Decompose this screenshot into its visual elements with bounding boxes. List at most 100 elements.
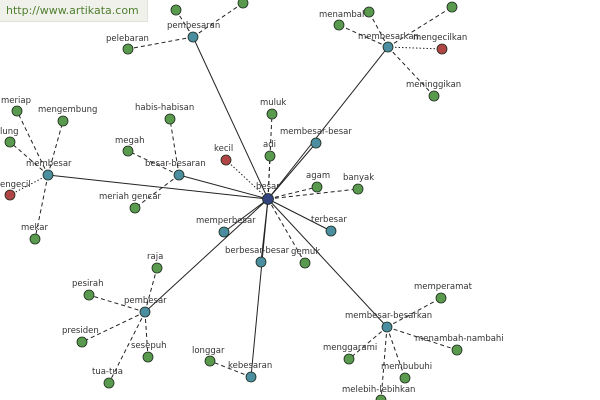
node-pem-top-a[interactable] — [170, 4, 182, 16]
node-dot-membesar-besarkan[interactable] — [381, 321, 393, 333]
node-dot-membesar[interactable] — [42, 169, 54, 181]
node-meriap[interactable]: meriap — [1, 96, 31, 117]
node-dot-lung[interactable] — [4, 136, 16, 148]
node-dot-meninggikan[interactable] — [428, 90, 440, 102]
node-raja[interactable]: raja — [147, 252, 163, 274]
node-dot-pelebaran[interactable] — [122, 43, 134, 55]
node-dot-megah[interactable] — [122, 145, 134, 157]
node-lung[interactable]: lung — [0, 127, 19, 148]
node-melebih-lebihkan[interactable]: melebih-lebihkan — [342, 385, 415, 400]
node-dot-meriap[interactable] — [11, 105, 23, 117]
node-habis-habisan[interactable]: habis-habisan — [135, 103, 194, 125]
node-membesar-besar[interactable]: membesar-besar — [280, 127, 352, 149]
node-dot-kebesaran[interactable] — [245, 371, 257, 383]
node-sesepuh[interactable]: sesepuh — [131, 341, 167, 363]
node-dot-sesepuh[interactable] — [142, 351, 154, 363]
node-dot-muluk[interactable] — [266, 108, 278, 120]
edge-besar-to-terbesar — [267, 198, 332, 232]
node-longgar[interactable]: longgar — [192, 346, 225, 367]
node-terbesar[interactable]: terbesar — [311, 215, 347, 237]
node-dot-mekar[interactable] — [29, 233, 41, 245]
node-dot-presiden[interactable] — [76, 336, 88, 348]
node-dot-mengecilkan[interactable] — [436, 43, 448, 55]
node-mengecil[interactable]: engecil — [0, 180, 31, 201]
node-label-membesarkan: membesarkan — [358, 32, 419, 42]
node-dot-pembesar[interactable] — [139, 306, 151, 318]
node-dot-adi[interactable] — [264, 150, 276, 162]
node-pelebaran[interactable]: pelebaran — [106, 34, 149, 55]
node-dot-berbesar-besar[interactable] — [255, 256, 267, 268]
node-dot-mbk-top-b[interactable] — [446, 1, 458, 13]
node-dot-melebih-lebihkan[interactable] — [375, 394, 387, 400]
node-mbk-top-b[interactable] — [446, 1, 458, 13]
node-dot-pem-top-b[interactable] — [237, 0, 249, 9]
node-megah[interactable]: megah — [115, 136, 145, 157]
node-dot-menambah[interactable] — [333, 19, 345, 31]
node-pem-top-b[interactable] — [237, 0, 249, 9]
node-gemuk[interactable]: gemuk — [291, 247, 320, 269]
node-dot-menggarami[interactable] — [343, 353, 355, 365]
node-dot-pem-top-a[interactable] — [170, 4, 182, 16]
node-meninggikan[interactable]: meninggikan — [406, 80, 461, 102]
node-dot-terbesar[interactable] — [325, 225, 337, 237]
node-dot-tua-tua[interactable] — [103, 377, 115, 389]
node-kebesaran[interactable]: kebesaran — [228, 361, 272, 383]
node-dot-membesarkan[interactable] — [382, 41, 394, 53]
watermark-url[interactable]: http://www.artikata.com — [0, 0, 148, 22]
node-presiden[interactable]: presiden — [62, 326, 99, 348]
edge-besar-to-membesar-besarkan — [267, 198, 388, 328]
node-dot-membubuhi[interactable] — [399, 372, 411, 384]
node-besar[interactable]: besar — [256, 182, 280, 205]
node-pesirah[interactable]: pesirah — [72, 279, 104, 301]
edge-besar-to-adi — [267, 155, 271, 200]
node-menambah-nambahi[interactable]: menambah-nambahi — [415, 334, 504, 356]
node-mengecilkan[interactable]: mengecilkan — [413, 33, 467, 55]
node-dot-besar[interactable] — [262, 193, 274, 205]
edge-besar-to-agam — [267, 186, 318, 200]
node-membesar-besarkan[interactable]: membesar-besarkan — [345, 311, 432, 333]
node-label-raja: raja — [147, 252, 163, 262]
node-dot-mbk-top-a[interactable] — [363, 6, 375, 18]
node-memperamat[interactable]: memperamat — [414, 282, 473, 304]
edge-pembesar-to-raja — [144, 267, 158, 313]
node-dot-habis-habisan[interactable] — [164, 113, 176, 125]
node-membubuhi[interactable]: membubuhi — [381, 362, 432, 384]
node-tua-tua[interactable]: tua-tua — [92, 367, 123, 389]
edge-besar-to-memperbesar — [223, 198, 269, 233]
node-dot-pembesaran[interactable] — [187, 31, 199, 43]
node-menambah[interactable]: menambah — [319, 10, 367, 31]
node-muluk[interactable]: muluk — [260, 98, 286, 120]
node-pembesaran[interactable]: pembesaran — [167, 21, 220, 43]
node-mbk-top-a[interactable] — [363, 6, 375, 18]
node-berbesar-besar[interactable]: berbesar-besar — [225, 246, 290, 268]
node-meriah-gencar[interactable]: meriah gencar — [99, 192, 162, 214]
node-dot-mengecil[interactable] — [4, 189, 16, 201]
node-dot-meriah-gencar[interactable] — [129, 202, 141, 214]
node-dot-longgar[interactable] — [204, 355, 216, 367]
node-banyak[interactable]: banyak — [343, 173, 374, 195]
node-memperbesar[interactable]: memperbesar — [196, 216, 256, 238]
node-besar-besaran[interactable]: besar-besaran — [145, 159, 206, 181]
node-dot-kecil[interactable] — [220, 154, 232, 166]
node-dot-mengembung[interactable] — [57, 115, 69, 127]
node-agam[interactable]: agam — [306, 171, 330, 193]
node-dot-banyak[interactable] — [352, 183, 364, 195]
node-kecil[interactable]: kecil — [214, 144, 233, 166]
node-membesarkan[interactable]: membesarkan — [358, 32, 419, 53]
node-pembesar[interactable]: pembesar — [124, 296, 167, 318]
node-dot-gemuk[interactable] — [299, 257, 311, 269]
graph-edges — [9, 2, 458, 400]
node-membesar[interactable]: membesar — [26, 159, 72, 181]
node-adi[interactable]: adi — [263, 140, 276, 162]
node-dot-memperbesar[interactable] — [218, 226, 230, 238]
node-menggarami[interactable]: menggarami — [323, 343, 377, 365]
node-dot-memperamat[interactable] — [435, 292, 447, 304]
node-mengembung[interactable]: mengembung — [38, 105, 97, 127]
node-mekar[interactable]: mekar — [21, 223, 48, 245]
node-dot-membesar-besar[interactable] — [310, 137, 322, 149]
node-dot-pesirah[interactable] — [83, 289, 95, 301]
node-dot-besar-besaran[interactable] — [173, 169, 185, 181]
node-dot-menambah-nambahi[interactable] — [451, 344, 463, 356]
node-dot-agam[interactable] — [311, 181, 323, 193]
node-dot-raja[interactable] — [151, 262, 163, 274]
